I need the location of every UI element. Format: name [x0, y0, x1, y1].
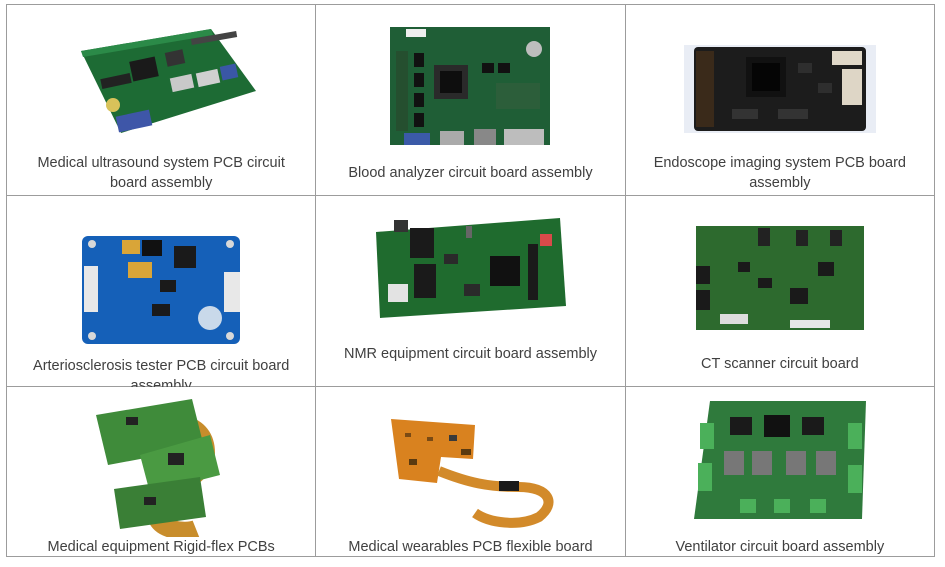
ct-scanner-pcb-image [695, 226, 864, 330]
product-caption: Medical ultrasound system PCB circuit bo… [37, 155, 285, 191]
ventilator-pcb-image [693, 401, 866, 519]
product-caption: Medical wearables PCB flexible board [348, 539, 593, 555]
endoscope-pcb-image [683, 45, 876, 133]
arteriosclerosis-pcb-image [82, 236, 241, 344]
product-caption: Blood analyzer circuit board assembly [348, 165, 593, 181]
product-caption: NMR equipment circuit board assembly [343, 346, 598, 362]
product-cell: Medical wearables PCB flexible board [315, 386, 626, 557]
product-cell: Ventilator circuit board assembly [624, 386, 936, 557]
medical-ultrasound-pcb-image [81, 29, 257, 133]
product-caption: Medical equipment Rigid-flex PCBs [47, 539, 275, 555]
product-cell: CT scanner circuit board [624, 195, 936, 387]
product-cell: Medical equipment Rigid-flex PCBs [5, 386, 317, 557]
product-caption: CT scanner circuit board [700, 356, 859, 372]
product-caption: Endoscope imaging system PCB board assem… [653, 155, 906, 191]
blood-analyzer-pcb-image [390, 27, 551, 145]
product-cell: Arteriosclerosis tester PCB circuit boar… [5, 195, 317, 394]
product-cell: Endoscope imaging system PCB board assem… [624, 4, 936, 196]
product-cell: Blood analyzer circuit board assembly [315, 4, 626, 196]
product-cell: Medical ultrasound system PCB circuit bo… [5, 4, 317, 196]
product-cell: NMR equipment circuit board assembly [315, 195, 626, 387]
nmr-pcb-image [376, 218, 567, 318]
flexible-pcb-image [391, 419, 554, 528]
rigid-flex-pcb-image [96, 399, 221, 537]
product-caption: Ventilator circuit board assembly [675, 539, 885, 555]
product-grid: Medical ultrasound system PCB circuit bo… [5, 4, 936, 557]
